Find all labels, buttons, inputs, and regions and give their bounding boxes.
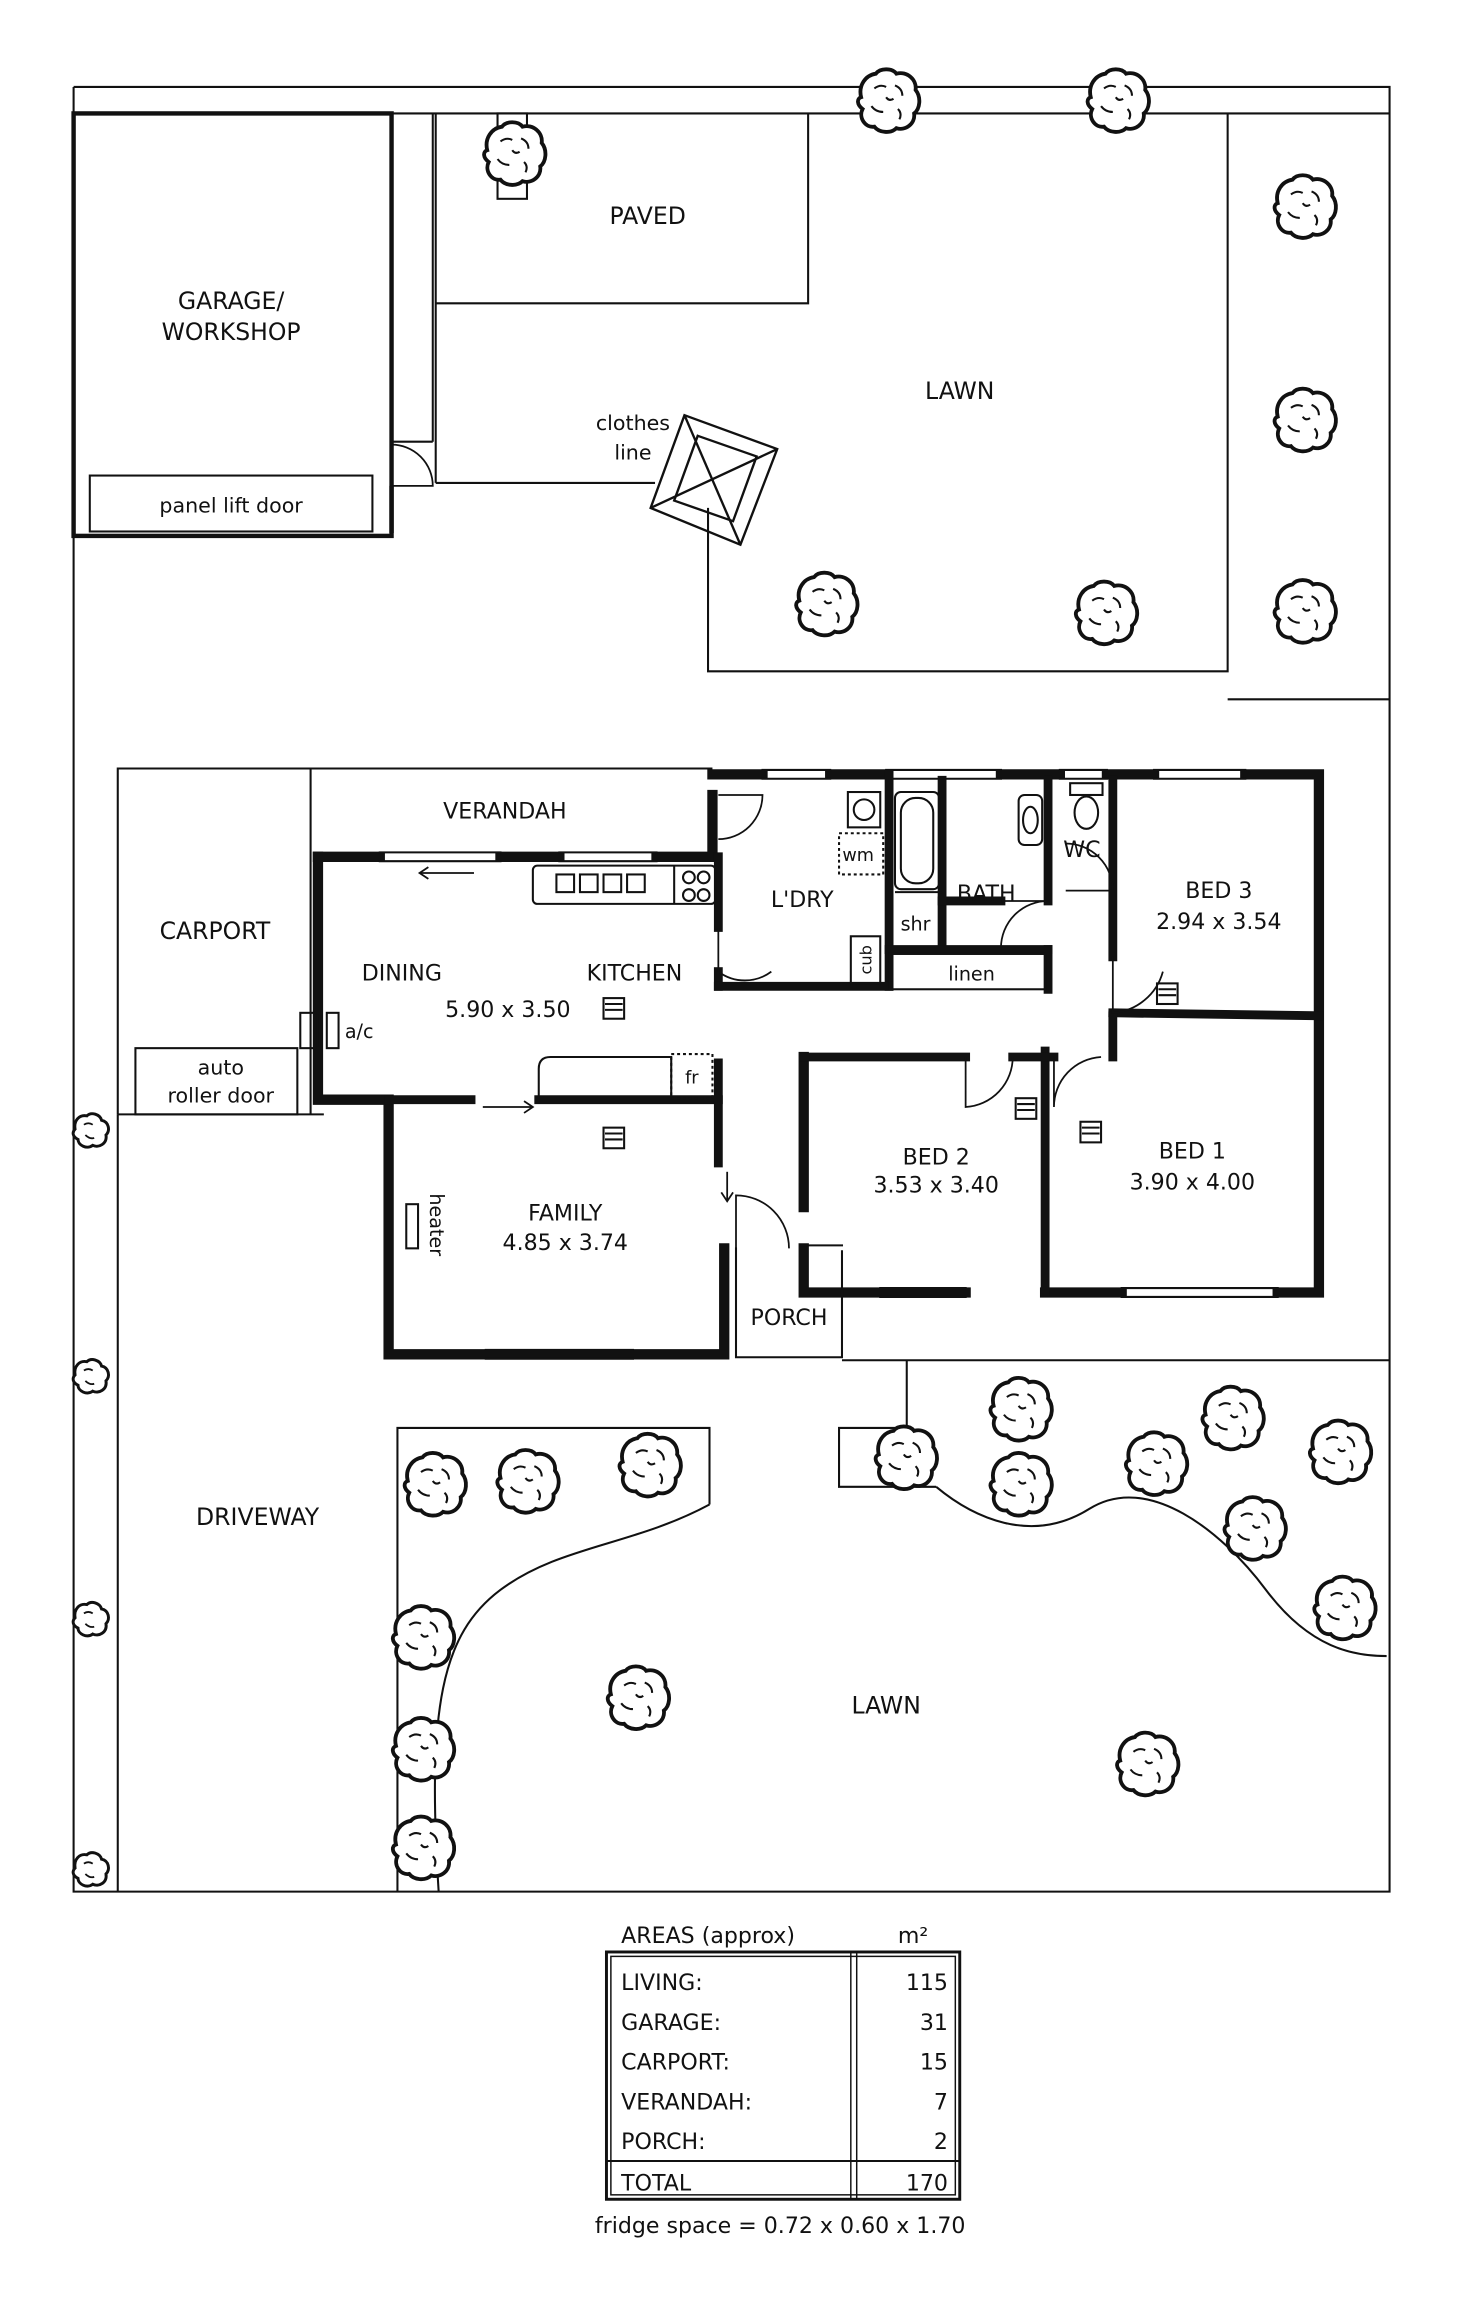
areas-total-label: TOTAL xyxy=(620,2171,692,2196)
garage-label: GARAGE/ xyxy=(178,287,285,315)
family-label: FAMILY xyxy=(528,1201,603,1226)
area-row-value: 115 xyxy=(906,1971,948,1996)
clothes-line-label-1: clothes xyxy=(596,411,670,435)
paved-area xyxy=(434,113,1390,701)
driveway-label: DRIVEWAY xyxy=(196,1503,320,1531)
workshop-label: WORKSHOP xyxy=(162,318,301,346)
bed3-label: BED 3 xyxy=(1185,879,1252,904)
garage-block xyxy=(71,111,434,539)
porch-label: PORCH xyxy=(751,1306,828,1331)
linen-label: linen xyxy=(948,962,995,985)
trees-top xyxy=(482,67,1338,647)
cub-label: cub xyxy=(856,945,875,974)
bed1-label: BED 1 xyxy=(1159,1140,1226,1165)
area-row-label: VERANDAH: xyxy=(621,2090,752,2115)
fridge-space-note: fridge space = 0.72 x 0.60 x 1.70 xyxy=(595,2214,966,2239)
carport-label: CARPORT xyxy=(160,917,271,945)
fixtures xyxy=(299,782,1179,1250)
area-row-value: 15 xyxy=(920,2051,948,2076)
area-row-value: 2 xyxy=(934,2130,948,2155)
bath-label: BATH xyxy=(957,882,1016,907)
paved-label: PAVED xyxy=(609,202,685,230)
auto-door-label-1: auto xyxy=(198,1056,244,1080)
bed3-dims: 2.94 x 3.54 xyxy=(1156,910,1281,935)
panel-lift-door-label: panel lift door xyxy=(159,493,303,517)
area-row-value: 31 xyxy=(920,2011,948,2036)
bed2-label: BED 2 xyxy=(903,1145,970,1170)
verandah-label: VERANDAH xyxy=(443,800,566,825)
bed2-dims: 3.53 x 3.40 xyxy=(873,1173,998,1198)
house-walls xyxy=(312,768,1325,1360)
trees-front xyxy=(71,1112,1378,1888)
sliding-door-arrows xyxy=(417,866,734,1203)
auto-door-label-2: roller door xyxy=(168,1084,275,1108)
areas-title: AREAS (approx) xyxy=(621,1924,795,1949)
wm-label: wm xyxy=(842,846,874,866)
area-row-label: CARPORT: xyxy=(621,2051,730,2076)
dining-label: DINING xyxy=(362,961,442,986)
kitchen-label: KITCHEN xyxy=(587,961,683,986)
door-swings xyxy=(717,794,1164,1249)
area-row-label: PORCH: xyxy=(621,2130,705,2155)
carport xyxy=(116,767,713,1116)
bed1-dims: 3.90 x 4.00 xyxy=(1130,1170,1255,1195)
shower-label: shr xyxy=(901,912,931,935)
areas-unit: m² xyxy=(898,1924,928,1949)
laundry-label: L'DRY xyxy=(771,888,834,913)
lawn-top-label: LAWN xyxy=(925,377,994,405)
family-dims: 4.85 x 3.74 xyxy=(503,1231,628,1256)
area-row-label: LIVING: xyxy=(621,1971,703,1996)
ac-label: a/c xyxy=(345,1020,374,1043)
area-row-value: 7 xyxy=(934,2090,948,2115)
clothes-line-icon xyxy=(649,413,779,547)
wc-label: WC xyxy=(1063,838,1100,863)
kitchen-dims: 5.90 x 3.50 xyxy=(445,998,570,1023)
lawn-bottom-label: LAWN xyxy=(851,1692,920,1720)
areas-total-value: 170 xyxy=(906,2171,948,2196)
fridge-label: fr xyxy=(685,1068,699,1088)
clothes-line-label-2: line xyxy=(614,440,651,464)
area-row-label: GARAGE: xyxy=(621,2011,721,2036)
heater-label: heater xyxy=(425,1193,448,1256)
